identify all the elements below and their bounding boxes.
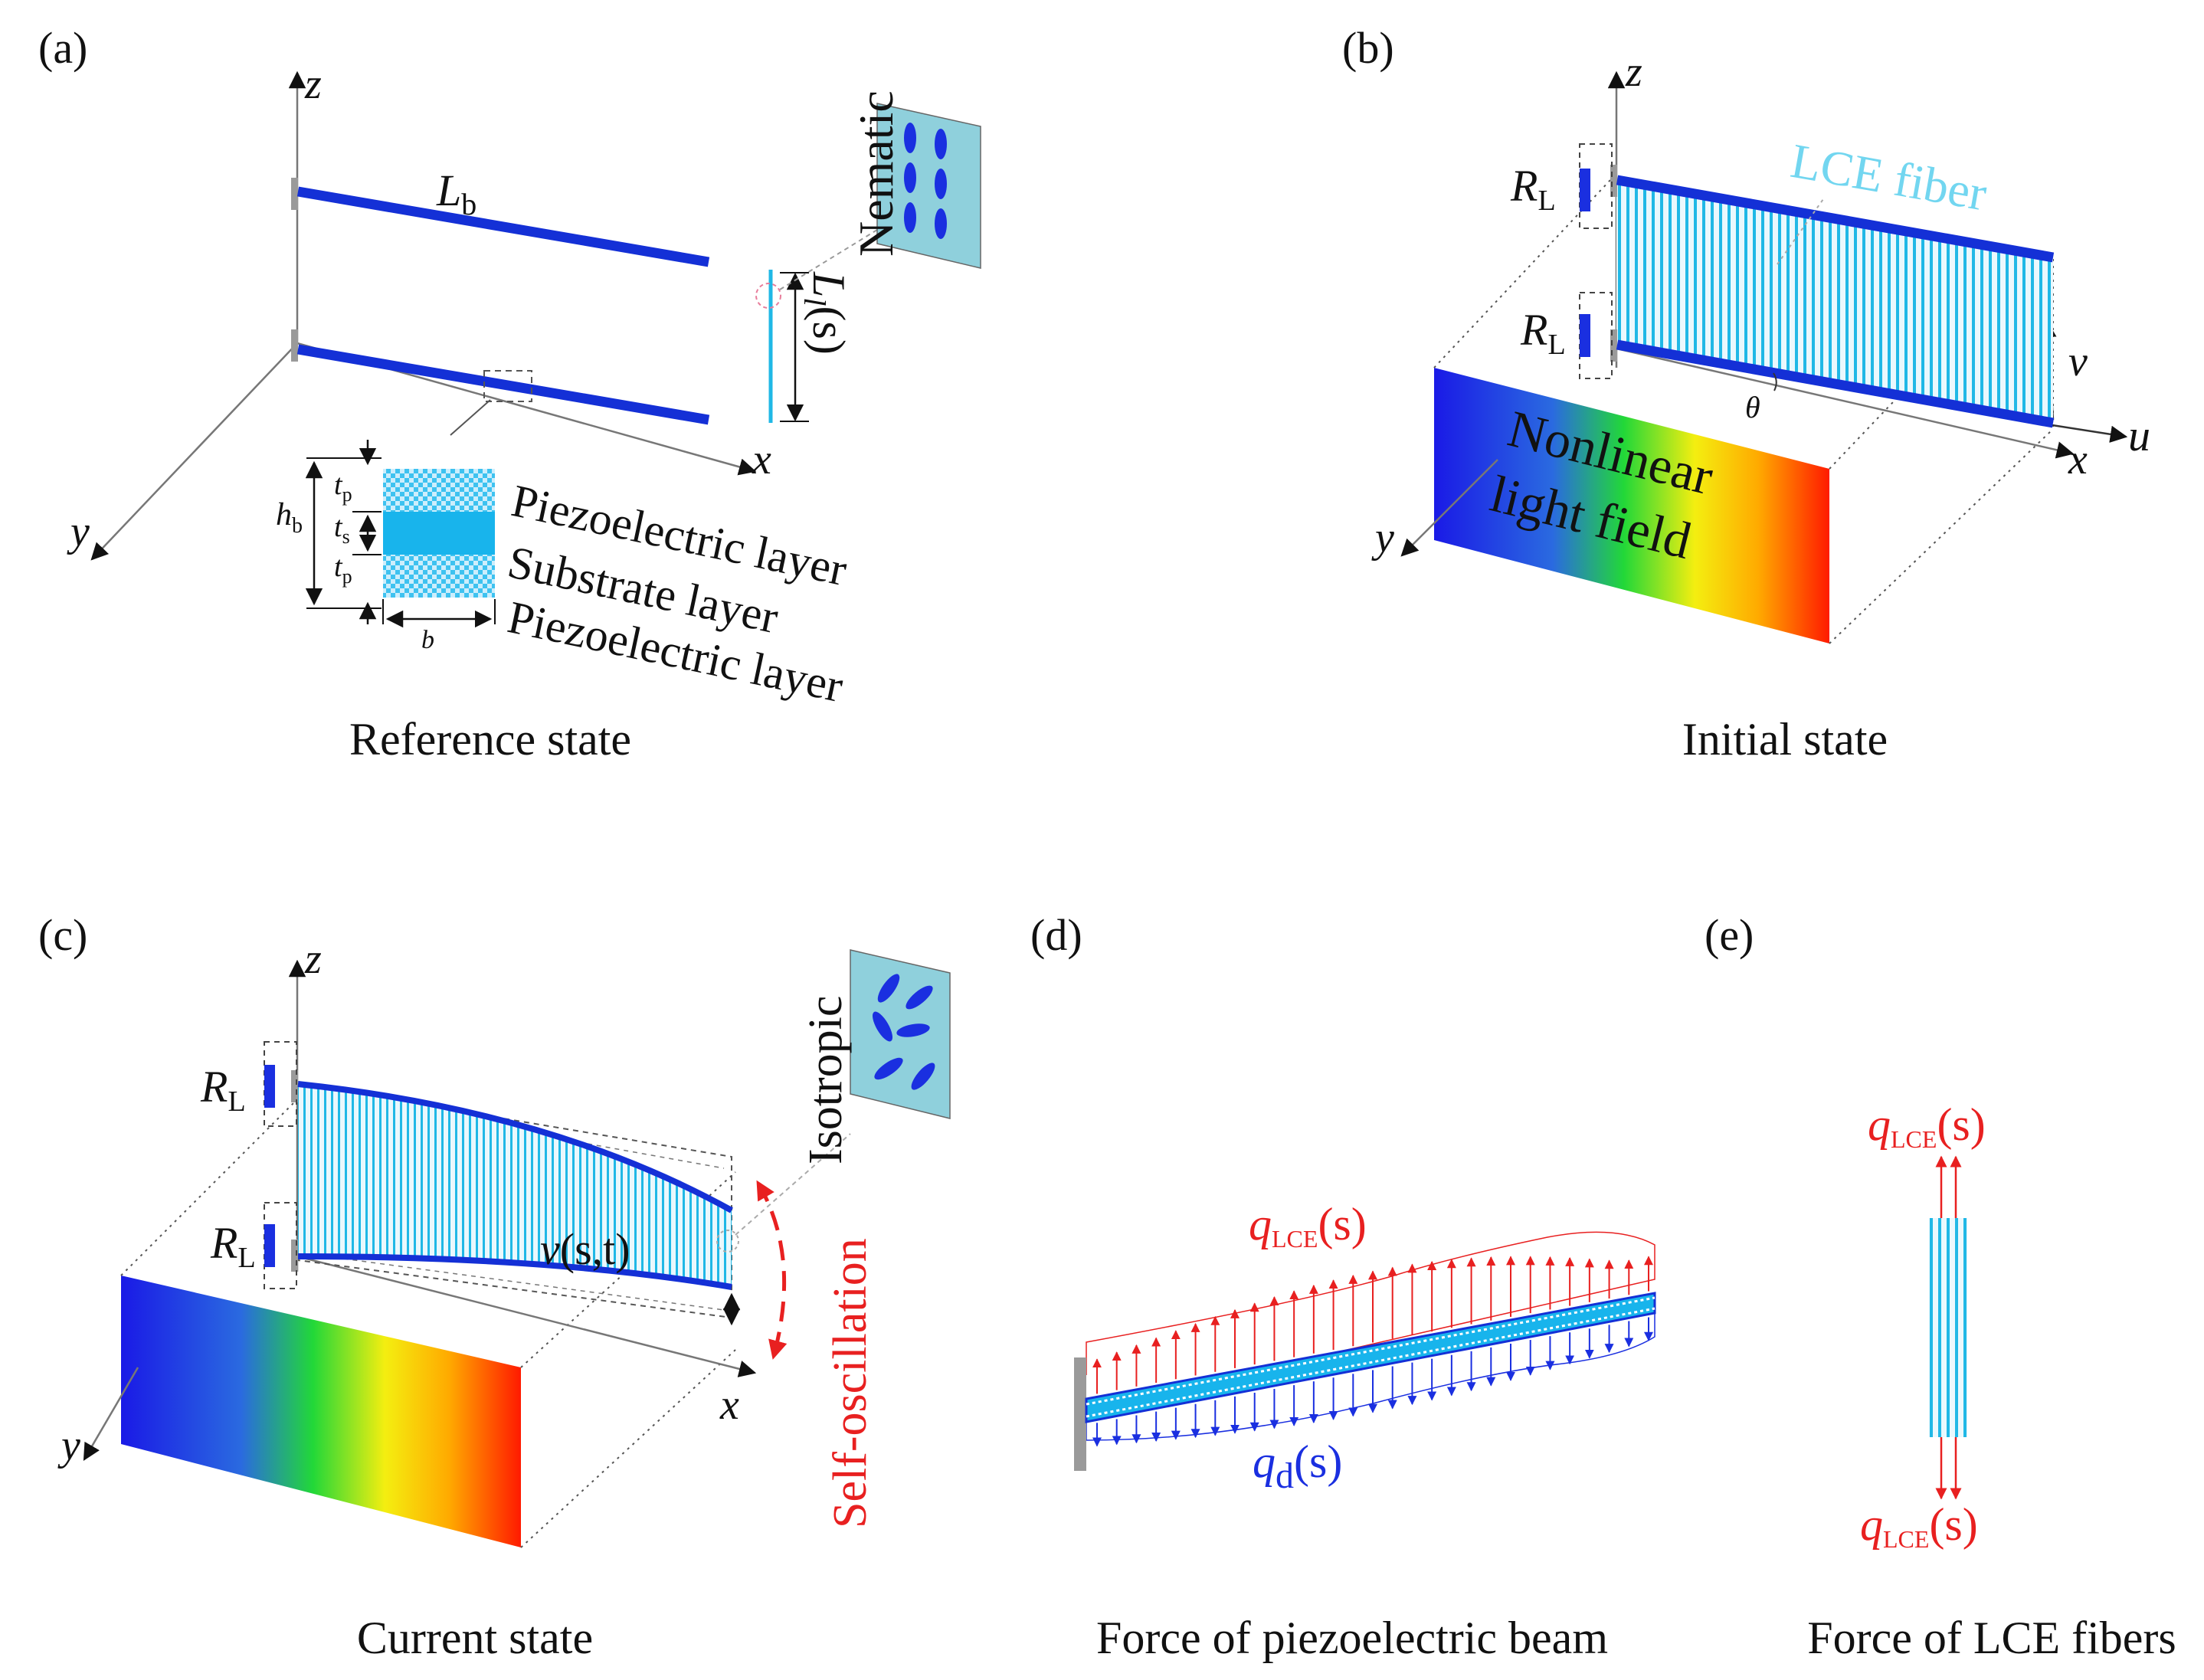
panel-b-u-label: u <box>2128 411 2150 460</box>
panel-c-y-label: y <box>57 1422 80 1469</box>
panel-d-beam-hatch-top <box>1086 1296 1655 1406</box>
panel-b-resistor-top <box>1579 143 1613 229</box>
panel-b-beam-bottom <box>1616 339 2055 428</box>
panel-b-y-label: y <box>1371 514 1394 562</box>
panel-b-tag: (b) <box>1342 23 1394 73</box>
panel-e-fiber-bundle <box>1929 1218 1967 1437</box>
panel-c-z-label: z <box>304 935 322 983</box>
panel-b: (b) z x u v y LCE fiber θ RL <box>1342 23 2150 765</box>
panel-a-nematic-molecules <box>904 123 947 239</box>
panel-c-beam-bottom <box>297 1253 732 1290</box>
panel-b-angle-label: θ <box>1745 390 1760 424</box>
panel-b-x-label: x <box>2068 436 2088 483</box>
panel-e-bottom-label: qLCE(s) <box>1860 1499 1978 1553</box>
cs-tp-bottom-label: tp <box>334 551 352 588</box>
panel-a-caption: Reference state <box>349 714 631 765</box>
panel-c-caption: Current state <box>357 1613 593 1663</box>
panel-b-mount-top <box>1610 165 1617 197</box>
panel-b-z-label: z <box>1625 48 1642 96</box>
panel-c-inset-leader <box>735 1133 851 1236</box>
panel-a: (a) z x y Lb Ll(s) Nematic <box>38 23 981 765</box>
panel-c-resistor-top <box>264 1041 297 1127</box>
panel-a-beam-bottom <box>296 344 710 425</box>
panel-c: (c) z x y v(s,t) RL <box>38 910 951 1663</box>
panel-a-nematic-film <box>876 103 981 269</box>
panel-b-resistor-bottom <box>1579 292 1613 379</box>
cs-width-label: b <box>421 626 434 654</box>
panel-c-beam-top <box>297 1081 733 1213</box>
panel-c-tag: (c) <box>38 910 87 960</box>
cs-tp-top-label: tp <box>334 469 352 506</box>
panel-a-section-leader <box>450 399 491 436</box>
panel-a-mount-top <box>291 178 298 210</box>
panel-a-cross-section <box>305 440 496 628</box>
panel-d-beam-hatch-bottom <box>1086 1307 1655 1418</box>
panel-d-beam-body <box>1085 1292 1656 1423</box>
panel-c-x-label: x <box>719 1381 739 1429</box>
panel-c-inset-label: Isotropic <box>800 996 852 1164</box>
panel-c-y-axis <box>83 1367 139 1461</box>
panel-c-fiber-detail-circle <box>716 1230 739 1253</box>
cs-h-label: hb <box>276 497 303 538</box>
cs-substrate <box>383 512 495 555</box>
panel-c-light-field <box>121 1276 521 1547</box>
panel-a-inset-label: Nematic <box>849 90 903 257</box>
panel-e-top-label: qLCE(s) <box>1868 1099 1986 1153</box>
panel-c-isotropic-molecules <box>873 974 935 1090</box>
panel-e-tag: (e) <box>1705 910 1754 960</box>
panel-a-x-label: x <box>752 436 771 483</box>
panel-b-resistor-bottom-label: RL <box>1520 305 1566 361</box>
panel-a-beam-length-label: Lb <box>436 165 476 221</box>
panel-c-resistor-top-label: RL <box>200 1062 246 1118</box>
panel-b-beam-top <box>1616 175 2055 263</box>
panel-c-mount-top <box>291 1070 298 1102</box>
panel-c-lce-fibers <box>298 1084 732 1287</box>
panel-c-reference-outline-2 <box>297 1091 725 1311</box>
panel-b-slab-edge-3 <box>1829 428 2054 644</box>
panel-a-z-label: z <box>304 61 322 108</box>
panel-a-beam-top <box>296 186 710 267</box>
panel-b-resistor-top-label: RL <box>1510 161 1556 217</box>
panel-a-inset-leader <box>779 229 878 290</box>
panel-b-angle-arc <box>1773 372 1777 391</box>
panel-c-x-axis <box>296 1255 757 1377</box>
panel-c-oscillation-arc <box>756 1180 788 1360</box>
panel-d-lce-force-arrows <box>1092 1256 1653 1394</box>
panel-d-clamp <box>1074 1357 1086 1471</box>
panel-d-tag: (d) <box>1030 910 1082 960</box>
panel-a-section-marker <box>483 370 532 402</box>
panel-d-caption: Force of piezoelectric beam <box>1096 1613 1608 1663</box>
panel-a-fiber-length-label: Ll(s) <box>797 271 854 355</box>
panel-e-caption: Force of LCE fibers <box>1807 1613 2176 1663</box>
panel-a-mount-bottom <box>291 329 298 362</box>
panel-d-damping-label: qd(s) <box>1253 1436 1342 1496</box>
cs-ts-label: ts <box>334 511 350 548</box>
panel-c-resistor-bottom-label: RL <box>210 1218 256 1274</box>
panel-d-damping-force-arrows <box>1092 1317 1653 1447</box>
panel-d-lce-label: qLCE(s) <box>1249 1199 1367 1253</box>
panel-a-fiber-detail-circle <box>755 283 781 309</box>
panel-d-damping-envelope <box>1086 1302 1655 1441</box>
panel-c-resistor-bottom <box>264 1202 297 1289</box>
panel-c-mount-bottom <box>291 1240 298 1272</box>
panel-b-caption: Initial state <box>1682 714 1888 765</box>
panel-a-y-label: y <box>67 508 90 555</box>
panel-c-deflection-label: v(s,t) <box>540 1224 630 1274</box>
panel-a-y-axis <box>90 342 298 561</box>
panel-b-light-field <box>1434 368 1829 644</box>
cs-piezo-top <box>383 469 495 512</box>
panel-b-slab-edge-2 <box>1829 254 2035 470</box>
panel-b-x-axis <box>1616 347 2075 459</box>
panel-d: (d) qLCE(s) qd(s) Force of piezoelectric… <box>1030 910 1656 1663</box>
panel-e: (e) qLCE(s) qLCE(s) Force of LCE fibers <box>1705 910 2176 1663</box>
panel-b-mount-bottom <box>1610 329 1617 362</box>
panel-b-v-label: v <box>2068 338 2088 385</box>
panel-a-tag: (a) <box>38 23 87 73</box>
panel-c-slab-edge-3 <box>520 1349 736 1548</box>
panel-c-oscillation-label: Self-oscillation <box>824 1238 876 1528</box>
panel-b-y-axis <box>1400 459 1498 557</box>
cs-piezo-bottom <box>383 555 495 598</box>
